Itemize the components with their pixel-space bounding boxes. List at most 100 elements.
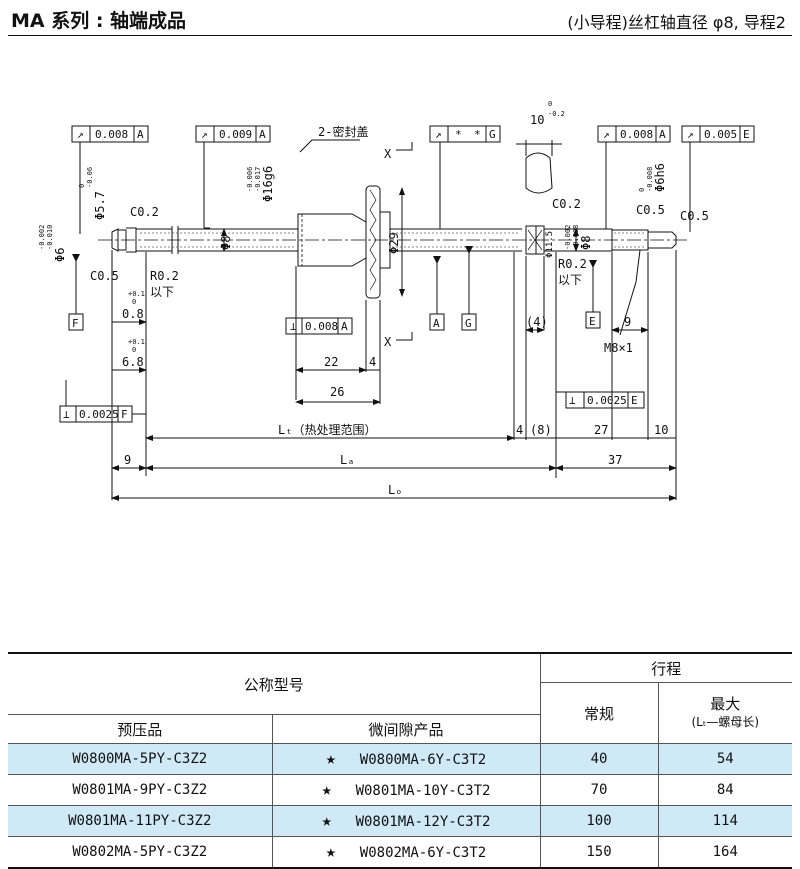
shaft-collar (525, 225, 545, 255)
section-mark-bottom (396, 332, 413, 341)
cell-max: 164 (658, 836, 792, 869)
header-preload: 预压品 (8, 714, 273, 744)
header-stroke: 行程 (540, 652, 792, 683)
star-icon: ★ (321, 811, 332, 831)
dim-lt: Lₜ（热处理范围） (278, 423, 376, 437)
star-icon: ★ (325, 842, 337, 862)
dim-6-8-tol-up: +0.1 (128, 338, 145, 346)
page-title: MA 系列 : 轴端成品 (11, 10, 187, 32)
shaft-groove-left (117, 229, 127, 251)
gtol8-symbol: ⊥ (569, 394, 576, 407)
cell-micro: W0800MA-6Y-C3T2 (359, 752, 487, 768)
fillet-below-left: 以下 (150, 285, 174, 299)
cell-max: 84 (658, 774, 792, 806)
gtol5-datum: E (743, 128, 750, 141)
header-max-cell: 最大 (Lₜ—螺母长) (658, 682, 792, 744)
dim-phi6: Φ6 (53, 248, 67, 262)
cell-regular: 70 (540, 774, 659, 806)
dim-phi6-tol-up: -0.002 (38, 225, 46, 250)
dim-6-8: 6.8 (122, 355, 144, 369)
model-table-wrapper: 公称型号 行程 常规 最大 (Lₜ—螺母长) 预压品 微间隙产品 W0800MA… (8, 652, 792, 869)
dim-phi29: Φ29 (387, 232, 401, 254)
shaft-break-left (171, 226, 179, 254)
gtol2-symbol: ↗ (201, 128, 208, 141)
shaft-left-segment (136, 228, 172, 252)
gtol2-datum: A (259, 128, 266, 141)
page-subtitle: (小导程)丝杠轴直径 φ8, 导程2 (567, 13, 786, 32)
section-x-top: X (384, 147, 392, 161)
chamfer-c02-left: C0.2 (130, 205, 159, 219)
dim-phi6h6-tol-up: 0 (638, 188, 646, 192)
cell-regular: 100 (540, 805, 659, 837)
gtol3-datum: G (489, 128, 496, 141)
datum-g: G (465, 317, 472, 330)
page-header: MA 系列 : 轴端成品 (小导程)丝杠轴直径 φ8, 导程2 (0, 0, 800, 36)
shaft-thread (612, 229, 649, 251)
dim-phi16-tol-up: -0.006 (246, 167, 254, 192)
dim-9: 9 (124, 453, 131, 467)
fillet-below-right: 以下 (558, 273, 582, 287)
gtol7-datum: F (121, 408, 128, 421)
table-row: W0802MA-5PY-C3Z2 ★W0802MA-6Y-C3T2 150 16… (8, 836, 792, 869)
dim-phi6h6: Φ6h6 (653, 163, 667, 192)
gtol6-value: 0.008 (305, 320, 338, 333)
cell-micro: W0801MA-10Y-C3T2 (355, 783, 491, 799)
gtol8-value: 0.0025 (587, 394, 627, 407)
star-icon: ★ (325, 749, 337, 769)
gtol3-value2: * (474, 128, 481, 141)
cell-micro-wrap: ★ W0801MA-10Y-C3T2 (272, 774, 541, 806)
section-x-bottom: X (384, 335, 392, 349)
dim-phi57: Φ5.7 (93, 191, 107, 220)
cell-preload: W0802MA-5PY-C3Z2 (8, 836, 273, 869)
gtol4-datum: A (659, 128, 666, 141)
gtol7-value: 0.0025 (79, 408, 119, 421)
gtol3-value: * (455, 128, 462, 141)
gtol4-value: 0.008 (620, 128, 653, 141)
shaft-end-right (648, 231, 677, 249)
header-max-note: (Lₜ—螺母长) (691, 715, 760, 729)
dim-phi8-right: Φ8 (579, 236, 593, 250)
star-icon: ★ (321, 780, 332, 800)
dim-4-paren: (4) (526, 315, 548, 329)
dim-phi8-right-tol-up: -0.002 (564, 225, 572, 250)
dim-10b: 10 (654, 423, 668, 437)
dim-6-8-tol-lo: 0 (132, 346, 136, 354)
cell-micro-wrap: ★W0802MA-6Y-C3T2 (272, 836, 541, 869)
datum-a: A (433, 317, 440, 330)
gtol8-datum: E (631, 394, 638, 407)
cell-regular: 150 (540, 836, 659, 869)
dim-37: 37 (608, 453, 622, 467)
cell-micro: W0801MA-12Y-C3T2 (355, 814, 491, 830)
dim-0-8-tol-up: +0.1 (128, 290, 145, 298)
header-regular: 常规 (540, 682, 659, 744)
dim-26: 26 (330, 385, 344, 399)
table-row: W0801MA-9PY-C3Z2 ★W0801MA-10Y-C3T2 70 84 (8, 774, 792, 806)
dim-4b: 4 (516, 423, 523, 437)
dim-22: 22 (324, 355, 338, 369)
dim-8-paren: (8) (530, 423, 552, 437)
dim-10-tol-up: 0 (548, 100, 552, 108)
cell-max: 114 (658, 805, 792, 837)
section-mark-top (396, 142, 413, 151)
chamfer-c05-left: C0.5 (90, 269, 119, 283)
chamfer-c05-right1: C0.5 (636, 203, 665, 217)
header-model: 公称型号 (8, 652, 541, 715)
dim-la: Lₐ (340, 453, 354, 467)
dim-10: 10 (530, 113, 544, 127)
dim-phi16g6: Φ16g6 (261, 166, 275, 202)
gtol6-datum: A (341, 320, 348, 333)
dim-phi6-tol-lo: -0.010 (46, 225, 54, 250)
dim-27: 27 (594, 423, 608, 437)
dim-phi115: Φ11.5 (545, 231, 555, 258)
nut-flange (365, 185, 381, 299)
dim-phi6h6-tol-lo: -0.008 (646, 167, 654, 192)
gtol-frames (59, 125, 755, 423)
gtol4-symbol: ↗ (603, 128, 610, 141)
cell-regular: 40 (540, 743, 659, 775)
shaft-drawing: ↗ 0.008 A ↗ 0.009 A ↗ * * G ↗ 0.008 A ↗ … (38, 100, 755, 501)
gtol3-symbol: ↗ (435, 128, 442, 141)
table-row: W0800MA-5PY-C3Z2 ★W0800MA-6Y-C3T2 40 54 (8, 743, 792, 775)
cell-max: 54 (658, 743, 792, 775)
dim-0-8-tol-lo: 0 (132, 298, 136, 306)
datum-e: E (589, 315, 596, 328)
